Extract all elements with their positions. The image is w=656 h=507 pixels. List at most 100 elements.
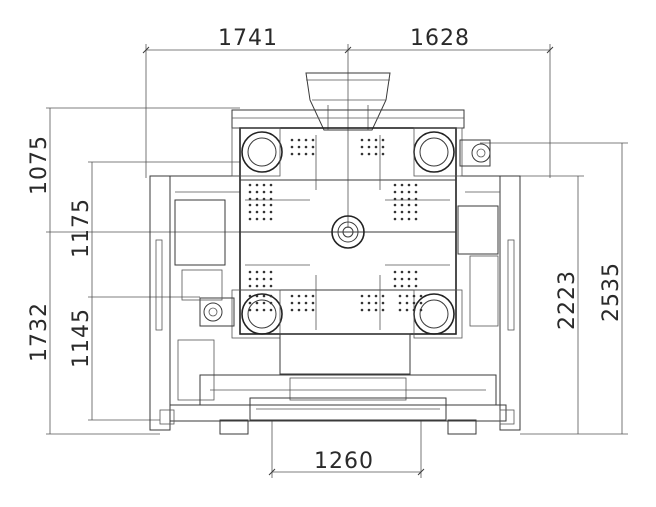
bolt-hole	[255, 190, 259, 194]
bolt-hole	[374, 152, 378, 156]
bolt-hole	[400, 190, 404, 194]
bolt-hole	[414, 217, 418, 221]
bolt-hole	[414, 270, 418, 274]
bolt-hole	[269, 270, 273, 274]
bolt-hole	[405, 308, 409, 312]
bolt-hole	[311, 294, 315, 298]
bolt-hole	[269, 197, 273, 201]
bolt-hole	[398, 301, 402, 305]
bolt-hole	[248, 270, 252, 274]
bolt-hole	[304, 301, 308, 305]
bolt-hole	[381, 301, 385, 305]
bolt-hole	[412, 294, 416, 298]
bolt-hole	[290, 308, 294, 312]
bolt-hole	[381, 308, 385, 312]
bolt-hole	[400, 197, 404, 201]
bolt-hole	[381, 152, 385, 156]
bolt-hole	[381, 138, 385, 142]
bolt-hole	[248, 308, 252, 312]
bolt-hole	[398, 308, 402, 312]
bolt-hole	[297, 308, 301, 312]
bolt-hole	[407, 284, 411, 288]
dim-left-upper: 1075	[27, 135, 52, 195]
bolt-hole	[407, 277, 411, 281]
bolt-hole	[393, 217, 397, 221]
bolt-hole	[262, 294, 266, 298]
dim-right-inner: 2223	[555, 270, 580, 330]
bolt-hole	[269, 210, 273, 214]
bolt-hole	[248, 277, 252, 281]
bolt-hole	[262, 308, 266, 312]
bolt-hole	[400, 203, 404, 207]
bolt-hole	[367, 152, 371, 156]
bolt-hole	[367, 308, 371, 312]
bolt-hole	[393, 190, 397, 194]
dimension-labels: 1741 1628 1260 1075 1175 1145 1732 2223 …	[27, 26, 624, 474]
bolt-hole	[311, 145, 315, 149]
bolt-hole	[262, 277, 266, 281]
dim-right-outer: 2535	[599, 262, 624, 322]
bolt-hole	[248, 190, 252, 194]
bolt-hole	[255, 210, 259, 214]
bolt-hole	[248, 294, 252, 298]
bolt-hole	[269, 301, 273, 305]
machine-outline	[149, 72, 521, 435]
bolt-hole	[262, 183, 266, 187]
dim-top-left: 1741	[218, 26, 278, 51]
bolt-hole	[414, 183, 418, 187]
dim-left-lower: 1145	[69, 308, 94, 368]
bolt-hole	[393, 210, 397, 214]
bolt-hole	[414, 190, 418, 194]
bolt-hole	[393, 284, 397, 288]
bolt-hole	[297, 138, 301, 142]
bolt-hole	[248, 203, 252, 207]
bolt-hole	[297, 145, 301, 149]
bolt-hole	[393, 277, 397, 281]
bolt-hole	[262, 270, 266, 274]
bolt-hole	[290, 301, 294, 305]
bolt-hole	[360, 145, 364, 149]
bolt-hole	[412, 301, 416, 305]
bolt-hole	[414, 203, 418, 207]
bolt-hole	[407, 197, 411, 201]
bolt-holes	[248, 138, 423, 312]
bolt-hole	[405, 301, 409, 305]
bolt-hole	[255, 301, 259, 305]
bolt-hole	[414, 277, 418, 281]
bolt-hole	[393, 270, 397, 274]
bolt-hole	[405, 294, 409, 298]
dimension-lines	[46, 44, 628, 478]
bolt-hole	[290, 152, 294, 156]
bolt-hole	[414, 210, 418, 214]
bolt-hole	[311, 308, 315, 312]
bolt-hole	[311, 138, 315, 142]
bolt-hole	[248, 217, 252, 221]
bolt-hole	[400, 210, 404, 214]
dim-top-right: 1628	[410, 26, 470, 51]
bolt-hole	[262, 284, 266, 288]
bolt-hole	[419, 301, 423, 305]
bolt-hole	[367, 138, 371, 142]
bolt-hole	[419, 294, 423, 298]
bolt-hole	[269, 183, 273, 187]
bolt-hole	[400, 277, 404, 281]
bolt-hole	[255, 197, 259, 201]
bolt-hole	[419, 308, 423, 312]
bolt-hole	[255, 277, 259, 281]
bolt-hole	[407, 190, 411, 194]
bolt-hole	[374, 301, 378, 305]
bolt-hole	[304, 294, 308, 298]
bolt-hole	[360, 301, 364, 305]
bolt-hole	[407, 183, 411, 187]
bolt-hole	[407, 217, 411, 221]
dim-left-total: 1732	[27, 302, 52, 362]
bolt-hole	[367, 294, 371, 298]
bolt-hole	[297, 294, 301, 298]
bolt-hole	[255, 284, 259, 288]
bolt-hole	[374, 294, 378, 298]
bolt-hole	[360, 294, 364, 298]
bolt-hole	[248, 197, 252, 201]
bolt-hole	[262, 197, 266, 201]
bolt-hole	[255, 217, 259, 221]
bolt-hole	[414, 284, 418, 288]
